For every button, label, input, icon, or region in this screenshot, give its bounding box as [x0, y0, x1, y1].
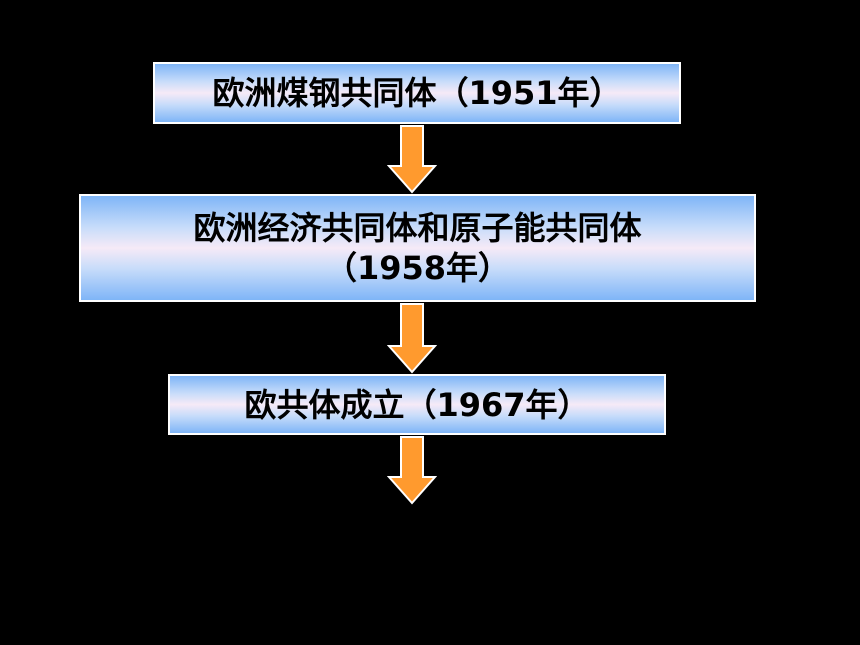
flow-node-ec: 欧共体成立（1967年） — [168, 374, 666, 435]
flow-node-eec-euratom-label-line2: （1958年） — [324, 249, 511, 287]
down-arrow-icon — [387, 125, 437, 194]
down-arrow-icon — [387, 303, 437, 374]
flow-node-eec-euratom-label-line1: 欧洲经济共同体和原子能共同体 — [193, 209, 642, 247]
flow-node-eec-euratom: 欧洲经济共同体和原子能共同体 （1958年） — [79, 194, 756, 302]
flow-node-ecsc-label: 欧洲煤钢共同体（1951年） — [212, 74, 622, 112]
down-arrow-icon — [387, 436, 437, 505]
flow-node-ec-label: 欧共体成立（1967年） — [244, 385, 590, 424]
flow-node-ecsc: 欧洲煤钢共同体（1951年） — [153, 62, 681, 124]
